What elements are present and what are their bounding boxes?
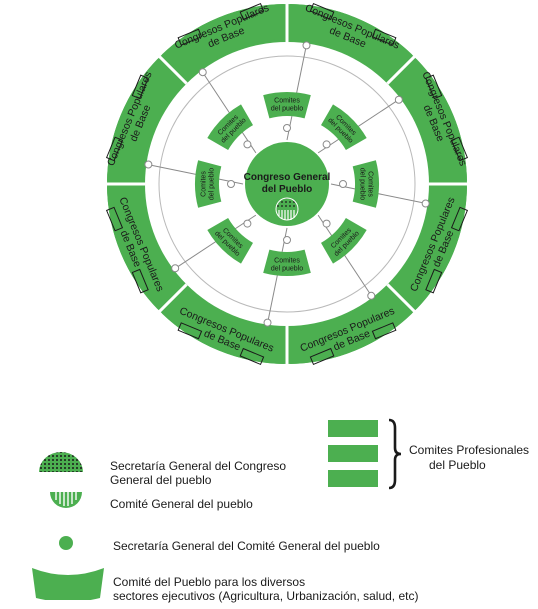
committee-secretariat-dot: [243, 140, 252, 149]
committee-secretariat-dot: [322, 219, 331, 228]
professional-committee-box: [309, 2, 335, 21]
people-committee-label: Comitesdel pueblo: [201, 168, 216, 200]
legend-people-committee: Comité del Pueblo para los diversos sect…: [113, 575, 419, 603]
general-committee-icon: [50, 492, 82, 508]
connector-line: [146, 163, 244, 185]
connector-lines: [144, 41, 430, 327]
people-committee: Comitesdel pueblo: [321, 104, 367, 150]
sector-separator: [157, 54, 188, 85]
committee-secretariat-dot: [227, 180, 235, 188]
people-committee-shape: [207, 218, 253, 264]
people-committee: Comitesdel pueblo: [352, 160, 380, 208]
professional-committee-box: [425, 268, 443, 294]
professional-committee-box: [131, 268, 149, 294]
people-committee-shape: [321, 218, 367, 264]
professional-committee-box: [131, 74, 149, 100]
people-committee-shape: [321, 104, 367, 150]
connector-line: [330, 183, 428, 205]
people-committee: Comitesdel pueblo: [195, 160, 222, 208]
legend-professional-committees: Comites Profesionales del Pueblo: [409, 443, 530, 472]
base-congress-sector-shape: [391, 186, 467, 310]
central-congress-title-line2: del Pueblo: [262, 184, 313, 195]
base-congress-dot: [171, 264, 180, 273]
central-congress-circle: [245, 142, 329, 226]
professional-committees-icon: [328, 420, 378, 487]
professional-committee-box: [105, 136, 124, 162]
connector-line: [286, 43, 308, 141]
base-congress-sector-shape: [289, 288, 413, 364]
base-congress-dot: [198, 68, 207, 77]
people-committee-shape: [195, 160, 222, 208]
professional-committee-box: [177, 28, 203, 46]
connector-line: [173, 214, 257, 270]
sector-separator: [386, 54, 417, 85]
base-congress-dot: [302, 41, 311, 50]
base-congress-dot: [394, 95, 403, 104]
people-committee-label: Comitesdel pueblo: [359, 168, 374, 200]
base-congress-sector-shape: [161, 4, 285, 80]
connector-line: [266, 227, 288, 325]
base-congress-sector-shape: [161, 288, 285, 364]
people-committee-shape: [207, 104, 253, 150]
sector-separator: [386, 283, 417, 314]
central-congress-title-line1: Congreso General: [244, 172, 331, 183]
connector-line: [317, 98, 401, 154]
legend-general-committee: Comité General del pueblo: [110, 497, 253, 511]
people-committee-shape: [263, 91, 311, 119]
committee-secretariat-dot: [322, 140, 331, 149]
professional-committee-box: [309, 347, 335, 366]
professional-committee-box: [177, 322, 203, 340]
people-committee-shape: [352, 160, 380, 208]
people-committee-shape: [263, 249, 311, 276]
committee-secretariat-dot: [339, 180, 347, 188]
professional-committee-box: [425, 74, 443, 100]
people-committee-arc-icon: [32, 568, 104, 600]
center-hub: Congreso General del Pueblo: [244, 142, 331, 226]
base-congress-dot: [421, 199, 430, 208]
committee-secretariat-dot: [283, 236, 291, 244]
base-congress-sector-shape: [391, 58, 467, 182]
legend-committee-secretariat: Secretaría General del Comité General de…: [113, 539, 380, 553]
central-secretariat-icon: [275, 197, 299, 221]
professional-committee-box: [450, 206, 469, 232]
brace-icon: [388, 418, 402, 490]
base-congress-dot: [263, 318, 272, 327]
connector-line: [201, 70, 257, 154]
committee-secretariat-dot: [243, 219, 252, 228]
professional-committee-box: [239, 2, 265, 21]
linking-circle: [158, 55, 416, 313]
base-congress-dot: [144, 160, 153, 169]
base-congress-sector-shape: [107, 186, 183, 310]
professional-committee-box: [371, 28, 397, 46]
professional-committee-box: [239, 347, 265, 366]
professional-committee-box: [450, 136, 469, 162]
professional-committee-box: [105, 206, 124, 232]
committee-secretariat-dot: [283, 124, 291, 132]
connector-line: [317, 214, 373, 298]
committee-secretariat-dot-icon: [59, 536, 73, 550]
base-congress-sector-shape: [107, 58, 183, 182]
base-congress-dot: [367, 291, 376, 300]
professional-committee-box: [371, 322, 397, 340]
secretariat-congress-icon: [39, 452, 83, 472]
sector-separator: [157, 283, 188, 314]
legend-secretariat-congress: Secretaría General del Congreso General …: [110, 459, 287, 487]
base-congress-sector-shape: [289, 4, 413, 80]
people-committee: Comitesdel pueblo: [207, 218, 253, 264]
